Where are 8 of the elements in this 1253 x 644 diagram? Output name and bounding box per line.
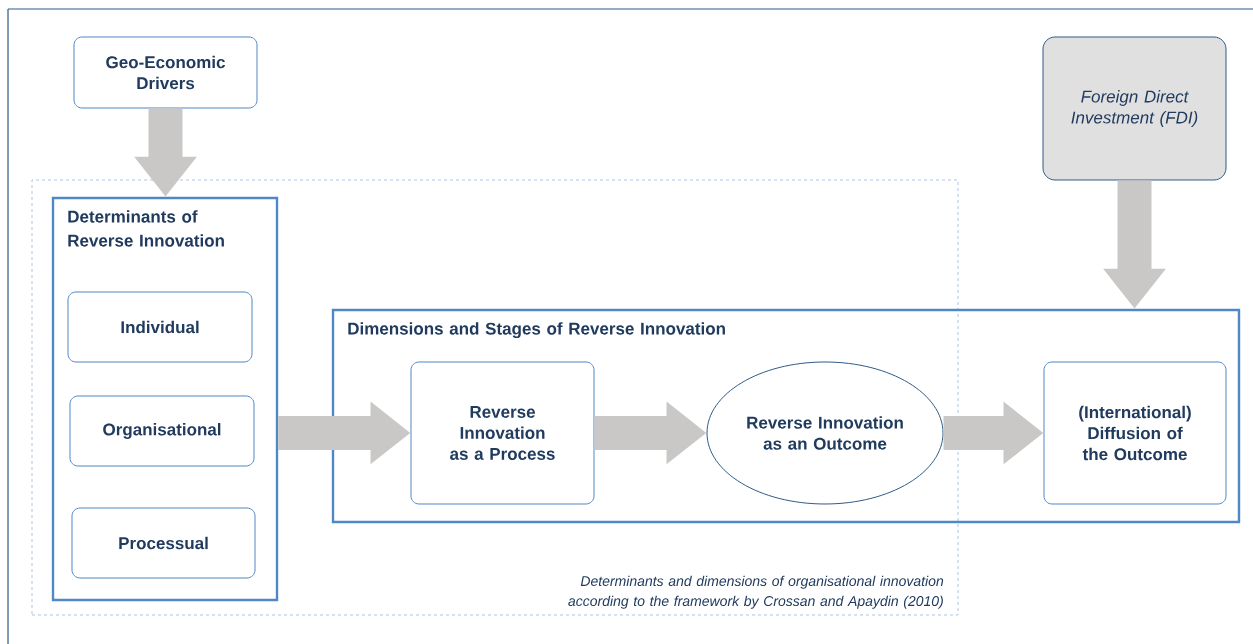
rounded-box: Individual <box>67 291 253 363</box>
rounded-box: Processual <box>71 507 256 579</box>
rounded-box: (International) Diffusion of the Outcome <box>1043 361 1227 505</box>
rounded-box: Organisational <box>69 395 255 467</box>
rounded-box: Foreign Direct Investment (FDI) <box>1042 36 1227 181</box>
rounded-box: Geo-Economic Drivers <box>73 36 258 109</box>
rounded-box: Reverse Innovation as a Process <box>410 361 595 505</box>
ellipse-node: Reverse Innovation as an Outcome <box>706 361 944 505</box>
